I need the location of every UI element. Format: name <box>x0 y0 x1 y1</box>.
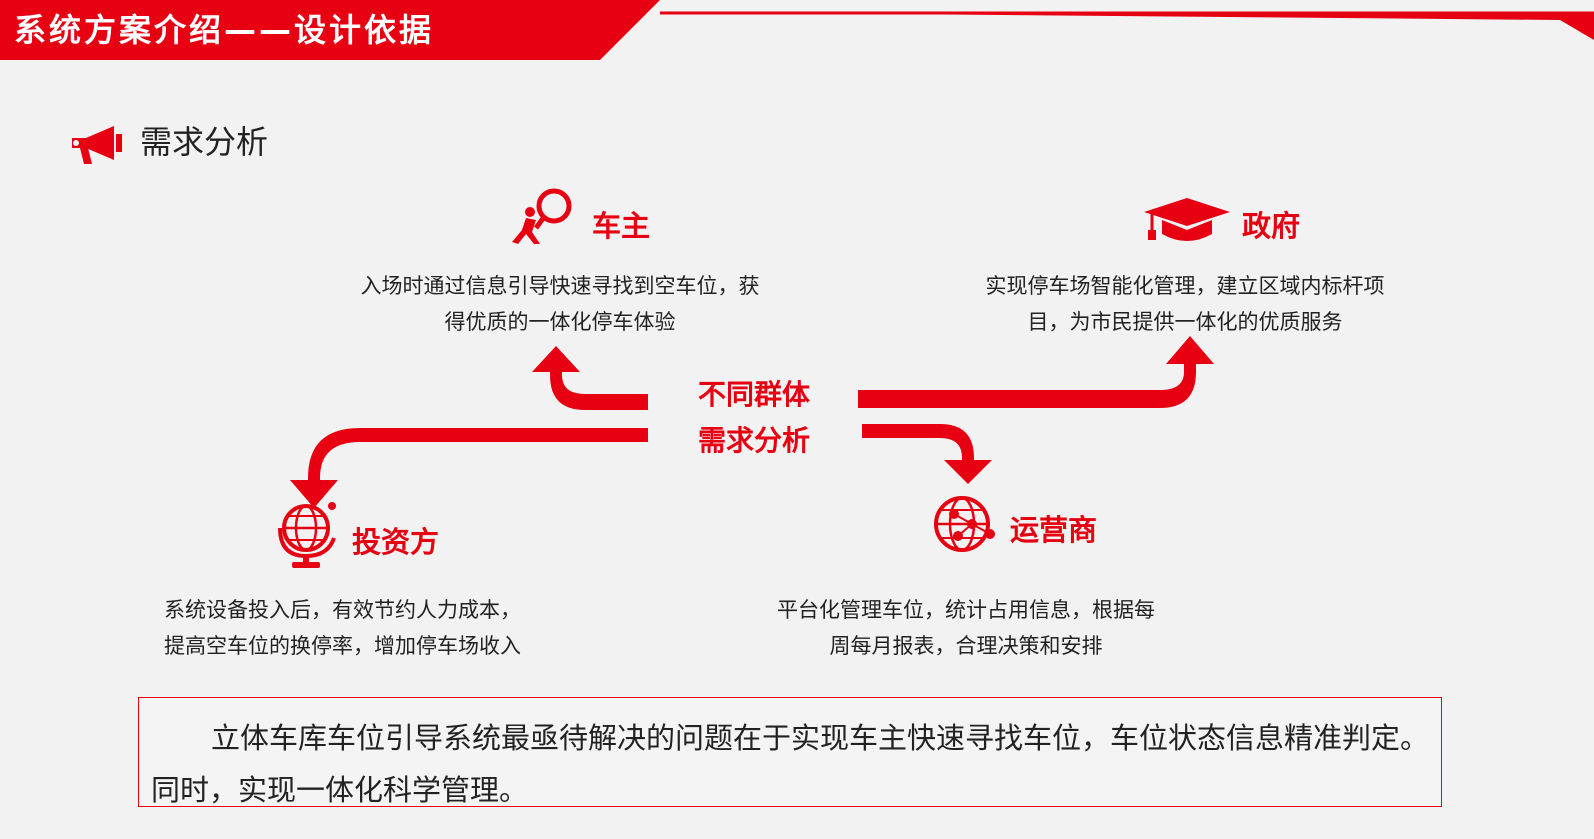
megaphone-icon <box>72 126 122 164</box>
desc-line: 平台化管理车位，统计占用信息，根据每 <box>777 598 1155 622</box>
desc-line: 提高空车位的换停率，增加停车场收入 <box>164 634 521 658</box>
desc-line: 得优质的一体化停车体验 <box>444 310 676 334</box>
group-desc-car-owner: 入场时通过信息引导快速寻找到空车位，获 得优质的一体化停车体验 <box>300 268 820 340</box>
arrow-to-car-owner <box>532 346 648 410</box>
desc-line: 实现停车场智能化管理，建立区域内标杆项 <box>985 274 1385 298</box>
network-globe-icon <box>934 496 995 552</box>
group-title-investor: 投资方 <box>352 525 440 559</box>
magnifier-runner-icon <box>512 188 572 244</box>
desc-line: 目，为市民提供一体化的优质服务 <box>1027 310 1343 334</box>
group-desc-investor: 系统设备投入后，有效节约人力成本， 提高空车位的换停率，增加停车场收入 <box>150 592 570 664</box>
center-label-line2: 需求分析 <box>697 424 810 457</box>
conclusion-text: 立体车库车位引导系统最亟待解决的问题在于实现车主快速寻找车位，车位状态信息精准判… <box>151 721 1430 807</box>
desc-line: 入场时通过信息引导快速寻找到空车位，获 <box>360 274 760 298</box>
desc-line: 系统设备投入后，有效节约人力成本， <box>164 598 521 622</box>
conclusion-box: 立体车库车位引导系统最亟待解决的问题在于实现车主快速寻找车位，车位状态信息精准判… <box>138 697 1442 807</box>
center-label: 不同群体 需求分析 <box>664 372 844 464</box>
arrow-to-investor <box>290 428 648 508</box>
arrow-to-operator <box>862 424 992 484</box>
center-label-line1: 不同群体 <box>697 378 810 411</box>
group-title-operator: 运营商 <box>1010 513 1098 547</box>
globe-icon <box>278 502 336 568</box>
group-title-government: 政府 <box>1242 209 1301 243</box>
group-desc-government: 实现停车场智能化管理，建立区域内标杆项 目，为市民提供一体化的优质服务 <box>930 268 1440 340</box>
graduation-cap-icon <box>1144 198 1230 241</box>
group-title-car-owner: 车主 <box>592 209 651 243</box>
title-banner <box>0 0 1594 60</box>
arrow-to-government <box>858 336 1214 408</box>
page-title: 系统方案介绍——设计依据 <box>14 11 435 49</box>
section-title: 需求分析 <box>140 123 269 161</box>
desc-line: 周每月报表，合理决策和安排 <box>829 634 1103 658</box>
group-desc-operator: 平台化管理车位，统计占用信息，根据每 周每月报表，合理决策和安排 <box>736 592 1196 664</box>
